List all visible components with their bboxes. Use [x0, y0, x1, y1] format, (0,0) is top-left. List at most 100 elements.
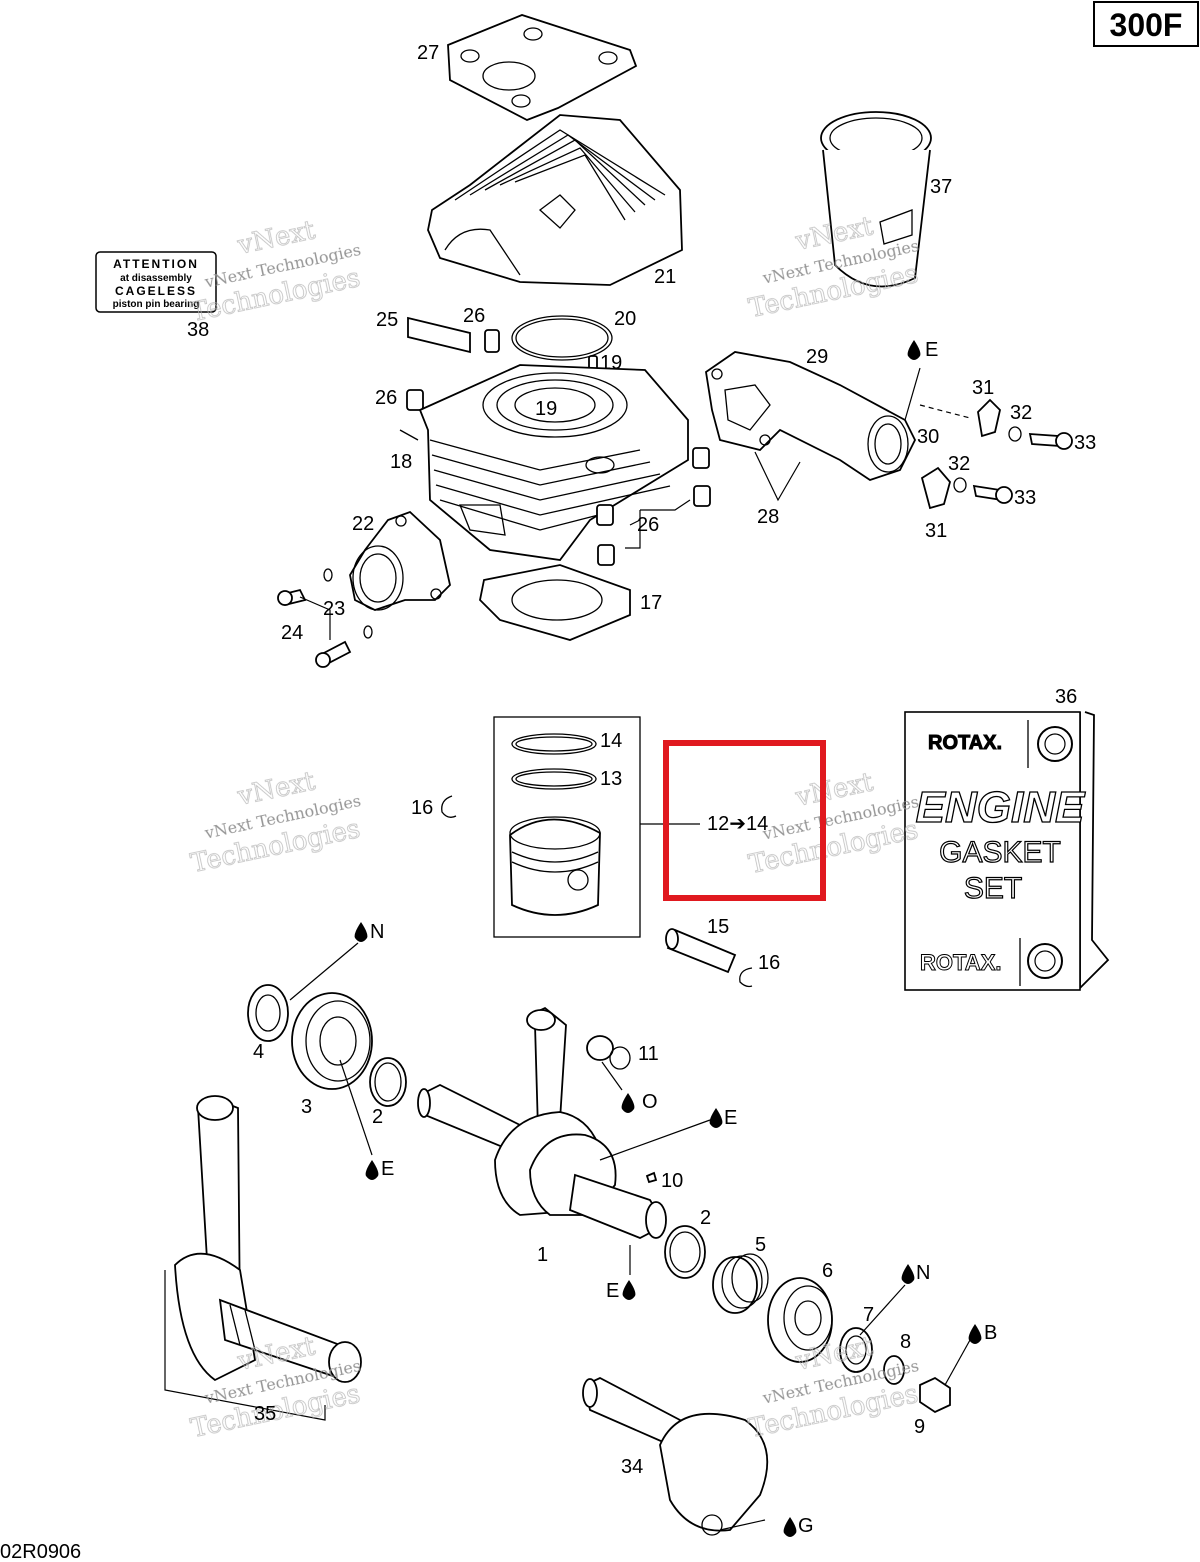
circlip-left	[441, 795, 457, 818]
part-label-13: 13	[600, 768, 622, 790]
part-label-9: 9	[914, 1416, 925, 1438]
part-label-32-bottom: 32	[948, 453, 970, 475]
lube-code-e-exhaust: E	[925, 339, 938, 361]
part-label-32-top: 32	[1010, 402, 1032, 424]
part-label-33-bottom: 33	[1014, 487, 1036, 509]
part-label-6: 6	[822, 1260, 833, 1282]
drawing-number: 02R0906	[0, 1541, 81, 1562]
crankshaft-half	[582, 1376, 769, 1536]
model-code: 300F	[1110, 7, 1183, 43]
cylinder-head	[427, 114, 683, 286]
exhaust-brackets	[919, 398, 1073, 510]
part-label-1: 1	[537, 1244, 548, 1266]
part-label-2-right: 2	[700, 1207, 711, 1229]
part-label-11: 11	[638, 1043, 659, 1065]
part-label-7: 7	[863, 1304, 874, 1326]
cylinder-sleeve	[820, 111, 932, 288]
part-label-3: 3	[301, 1096, 312, 1118]
highlight-box	[663, 740, 826, 901]
part-label-38: 38	[187, 319, 209, 341]
part-label-20: 20	[614, 308, 636, 330]
oil-drop-icon	[907, 340, 921, 360]
part-label-24: 24	[281, 622, 303, 644]
part-label-34: 34	[621, 1456, 643, 1478]
piston-kit	[493, 716, 700, 938]
part-label-10: 10	[661, 1170, 683, 1192]
part-label-17: 17	[640, 592, 662, 614]
dowels-right	[596, 447, 711, 566]
oil-drop-icon	[621, 1093, 635, 1113]
needle-bearing-small	[586, 1035, 631, 1091]
card-brand-bottom: ROTAX.	[920, 950, 1001, 975]
lubricant-codes: E N E O E E N B G	[354, 339, 997, 1537]
part-label-26-top: 26	[463, 305, 485, 327]
lube-code-e-left: E	[381, 1158, 394, 1180]
part-label-29: 29	[806, 346, 828, 368]
part-label-28: 28	[757, 506, 779, 528]
base-gasket	[479, 564, 631, 641]
part-label-33-top: 33	[1074, 432, 1096, 454]
part-label-26-right: 26	[637, 514, 659, 536]
left-main-bearing-group	[247, 942, 407, 1156]
part-label-19-top: 19	[600, 352, 622, 374]
part-label-16-left: 16	[411, 797, 433, 819]
part-label-31-top: 31	[972, 377, 994, 399]
part-label-15: 15	[707, 916, 729, 938]
card-title: ENGINE	[916, 783, 1086, 832]
piston-pin	[665, 928, 753, 988]
lube-code-n-right: N	[916, 1262, 930, 1284]
oil-drop-icon	[709, 1108, 723, 1128]
exhaust-manifold	[705, 351, 921, 502]
part-number-labels: 27 37 21 38 25 26 20 19 19 26 18 29 31 3…	[187, 42, 1096, 1478]
lube-code-e-crank: E	[724, 1107, 737, 1129]
part-label-25: 25	[376, 309, 398, 331]
crankshaft	[417, 1006, 711, 1275]
attention-line2: at disassembly	[120, 273, 192, 284]
attention-line1: ATTENTION	[113, 257, 199, 271]
oil-drop-icon	[365, 1160, 379, 1180]
card-line2: GASKET	[939, 836, 1061, 869]
gasket-set-card: ROTAX. ENGINE GASKET SET ROTAX.	[904, 711, 1110, 991]
lube-code-b: B	[984, 1322, 997, 1344]
oil-drop-icon	[622, 1280, 636, 1300]
part-label-30: 30	[917, 426, 939, 448]
part-label-31-bottom: 31	[925, 520, 947, 542]
oil-drop-icon	[354, 922, 368, 942]
part-label-8: 8	[900, 1331, 911, 1353]
small-parts-upper	[406, 315, 613, 411]
right-main-bearing-group	[664, 1225, 971, 1414]
part-label-26-left: 26	[375, 387, 397, 409]
part-label-21: 21	[654, 266, 676, 288]
part-label-19-bore: 19	[535, 398, 557, 420]
connecting-rod-assembly	[164, 1095, 362, 1421]
oil-drop-icon	[901, 1264, 915, 1284]
part-label-22: 22	[352, 513, 374, 535]
part-label-23: 23	[323, 598, 345, 620]
attention-label: ATTENTION at disassembly CAGELESS piston…	[95, 251, 217, 313]
part-label-36: 36	[1055, 686, 1077, 708]
lube-code-e-bottom: E	[606, 1280, 619, 1302]
part-label-35: 35	[254, 1403, 276, 1425]
lube-code-g: G	[798, 1515, 814, 1537]
intake-manifold	[277, 510, 451, 668]
piston-kit-reference: 12➔14	[707, 813, 768, 835]
oil-drop-icon	[783, 1517, 797, 1537]
oil-drop-icon	[968, 1324, 982, 1344]
cylinder	[399, 364, 689, 561]
card-line3: SET	[964, 872, 1022, 905]
head-gasket	[447, 14, 638, 121]
attention-line3: CAGELESS	[115, 284, 197, 298]
part-label-2-left: 2	[372, 1106, 383, 1128]
part-label-27: 27	[417, 42, 439, 64]
model-code-box: 300F	[1093, 1, 1199, 47]
part-label-18: 18	[390, 451, 412, 473]
lube-code-n-left: N	[370, 921, 384, 943]
part-label-14: 14	[600, 730, 622, 752]
part-label-5: 5	[755, 1234, 766, 1256]
lube-code-o: O	[642, 1091, 658, 1113]
part-label-4: 4	[253, 1041, 264, 1063]
part-label-37: 37	[930, 176, 952, 198]
attention-line4: piston pin bearing	[113, 299, 200, 310]
part-label-16-right: 16	[758, 952, 780, 974]
